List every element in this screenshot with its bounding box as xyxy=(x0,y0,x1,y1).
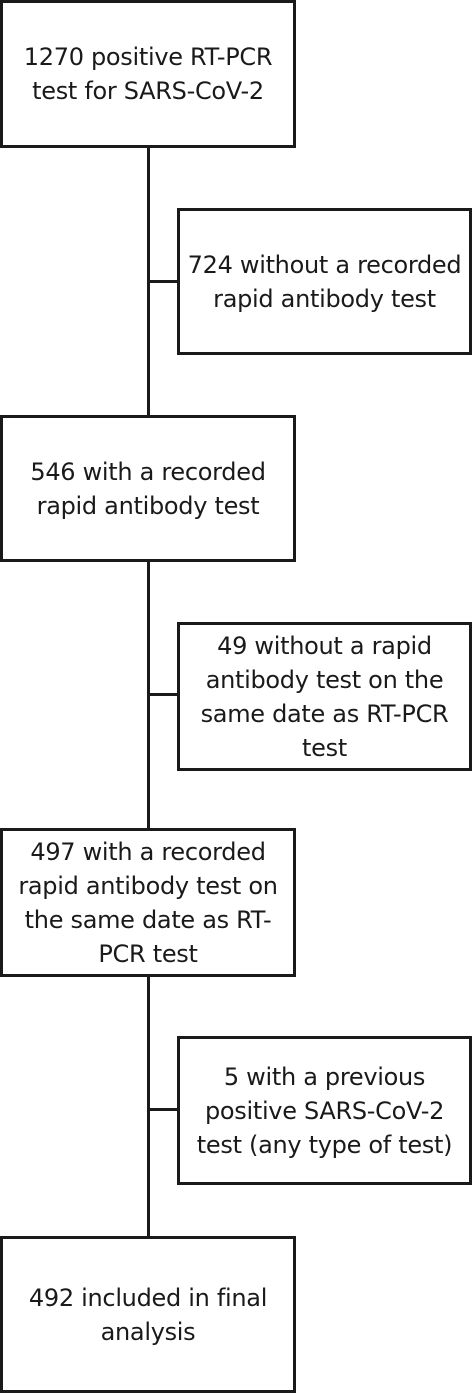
exclusion-box-no-antibody-text: 724 without a recorded rapid antibody te… xyxy=(187,250,462,313)
exclusion-box-previous-positive: 5 with a previous positive SARS-CoV-2 te… xyxy=(177,1036,472,1185)
exclusion-box-different-date: 49 without a rapid antibody test on the … xyxy=(177,622,472,771)
branch-connector-1 xyxy=(147,280,179,283)
branch-connector-2 xyxy=(147,693,179,696)
exclusion-box-different-date-text: 49 without a rapid antibody test on the … xyxy=(200,631,449,762)
main-box-final-analysis: 492 included in final analysis xyxy=(0,1236,296,1393)
main-box-same-date-antibody: 497 with a recorded rapid antibody test … xyxy=(0,828,296,977)
branch-connector-3 xyxy=(147,1108,179,1111)
main-box-recorded-antibody-text: 546 with a recorded rapid antibody test xyxy=(30,457,266,520)
main-box-final-analysis-text: 492 included in final analysis xyxy=(28,1283,268,1346)
main-box-total-positive-text: 1270 positive RT-PCR test for SARS-CoV-2 xyxy=(23,43,273,105)
main-box-same-date-antibody-text: 497 with a recorded rapid antibody test … xyxy=(18,837,278,968)
main-vertical-connector xyxy=(147,146,150,1238)
exclusion-box-no-antibody: 724 without a recorded rapid antibody te… xyxy=(177,208,472,355)
main-box-total-positive: 1270 positive RT-PCR test for SARS-CoV-2 xyxy=(0,0,296,148)
exclusion-box-previous-positive-text: 5 with a previous positive SARS-CoV-2 te… xyxy=(196,1062,453,1159)
main-box-recorded-antibody: 546 with a recorded rapid antibody test xyxy=(0,415,296,562)
